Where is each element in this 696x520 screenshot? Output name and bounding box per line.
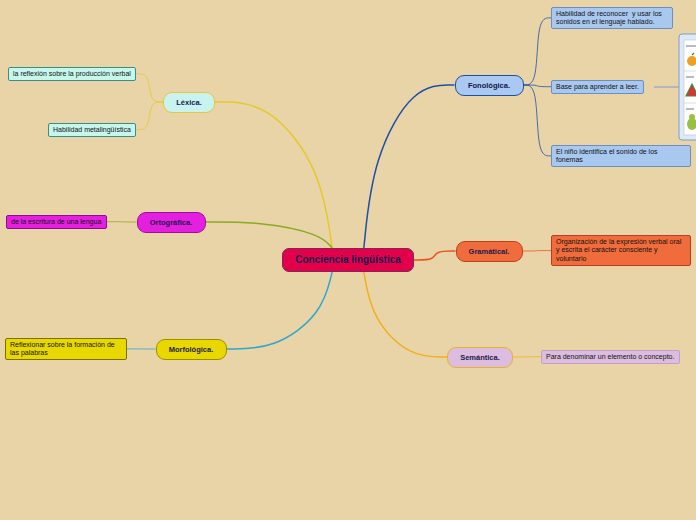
- node-text: Semántica.: [460, 353, 500, 362]
- node-text: Léxica.: [176, 98, 202, 107]
- leaf-note: Habilidad metalingüística: [48, 123, 136, 137]
- branch-connector: [206, 222, 333, 248]
- branch-connector: [364, 272, 447, 357]
- leaf-note: la reflexión sobre la producción verbal: [8, 67, 136, 81]
- node-text: Gramátical.: [469, 247, 510, 256]
- branch-connector: [364, 85, 455, 248]
- leaf-note: de la escritura de una lengua: [6, 215, 107, 229]
- branch-topic: Gramátical.: [456, 241, 523, 262]
- leaf-note: Base para aprender a leer.: [551, 80, 644, 94]
- branch-connector: [227, 272, 333, 349]
- node-text: la reflexión sobre la producción verbal: [13, 70, 131, 78]
- node-text: Ortográfica.: [150, 218, 193, 227]
- branch-connector: [523, 250, 552, 251]
- node-text: Habilidad metalingüística: [53, 126, 131, 134]
- fruit-card-illustration: [679, 34, 696, 140]
- node-text: El niño identifica el sonido de los fone…: [556, 148, 686, 165]
- branch-connector: [136, 102, 163, 130]
- branch-topic: Semántica.: [447, 347, 513, 368]
- node-text: Conciencia lingüística: [295, 254, 401, 266]
- node-text: de la escritura de una lengua: [11, 218, 102, 226]
- branch-connector: [107, 221, 137, 222]
- branch-connector: [524, 18, 552, 85]
- leaf-note: Reflexionar sobre la formación de las pa…: [5, 338, 127, 361]
- node-text: Habilidad de reconocer y usar los sonido…: [556, 10, 668, 27]
- branch-connector: [136, 74, 163, 102]
- branch-connector: [215, 102, 332, 248]
- branch-topic: Morfológica.: [156, 339, 227, 360]
- central-topic: Conciencia lingüística: [282, 248, 414, 272]
- branch-connector: [127, 348, 156, 349]
- branch-topic: Ortográfica.: [137, 212, 206, 233]
- branch-connector: [524, 85, 552, 156]
- node-text: Reflexionar sobre la formación de las pa…: [10, 341, 122, 358]
- node-text: Base para aprender a leer.: [556, 83, 639, 91]
- node-text: Fonológica.: [468, 81, 511, 90]
- node-text: Para denominar un elemento o concepto.: [546, 353, 675, 361]
- leader-line: [654, 87, 679, 88]
- node-text: Morfológica.: [169, 345, 214, 354]
- node-text: Organización de la expresión verbal oral…: [556, 238, 686, 263]
- leaf-note: Habilidad de reconocer y usar los sonido…: [551, 7, 673, 30]
- branch-connector: [513, 356, 541, 357]
- leaf-note: El niño identifica el sonido de los fone…: [551, 145, 691, 168]
- branch-topic: Fonológica.: [455, 75, 524, 96]
- branch-topic: Léxica.: [163, 92, 215, 113]
- leaf-note: Para denominar un elemento o concepto.: [541, 350, 680, 364]
- branch-connector: [414, 251, 456, 260]
- leaf-note: Organización de la expresión verbal oral…: [551, 235, 691, 266]
